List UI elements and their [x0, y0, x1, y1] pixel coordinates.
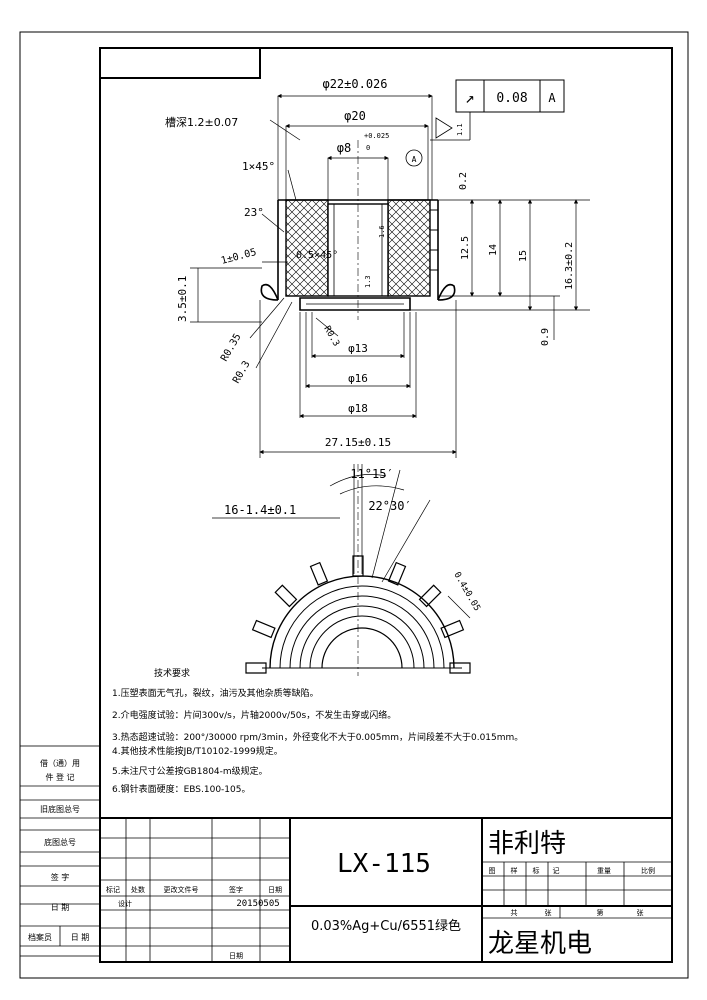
date-label: 日期	[229, 952, 243, 960]
dim-35: 3.5±0.1	[176, 276, 189, 322]
design-date: 20150505	[236, 899, 279, 909]
roughness-16: 1.6	[378, 225, 386, 238]
sheet-total-unit: 张	[545, 908, 552, 917]
inner-frame	[99, 47, 673, 963]
commutator-bar	[251, 619, 276, 639]
company-name: 非利特	[488, 829, 566, 859]
dim-d16: φ16	[348, 372, 368, 385]
note-3: 3.热态超速试验：200°/30000 rpm/3min，外径变化不大于0.00…	[112, 731, 523, 743]
dim-chamfer-inner: 0.5×45°	[296, 250, 338, 261]
dim-d8-tol-lower: 0	[366, 144, 370, 152]
note-4: 4.其他技术性能按JB/T10102-1999规定。	[112, 745, 283, 757]
dim-14: 14	[488, 244, 499, 256]
hook-left	[260, 283, 279, 301]
dim-r03-mid: R0.3	[321, 325, 341, 349]
dimension-lines	[190, 93, 590, 458]
tolerance-symbol: ↗	[465, 88, 475, 107]
commutator-bar	[245, 662, 267, 674]
dim-d8: φ8	[337, 141, 351, 155]
sheet-number-label: 第	[597, 908, 604, 917]
tolerance-value: 0.08	[496, 91, 527, 106]
dim-d8-tol-upper: +0.025	[364, 132, 389, 140]
tolerance-frame	[430, 79, 565, 141]
dim-groove-depth: 槽深1.2±0.07	[165, 116, 238, 129]
stage-label-2: 样	[511, 866, 518, 875]
stamp-old-drawing-no: 旧底图总号	[40, 804, 80, 814]
outer-frame	[19, 31, 689, 979]
sheet-number-unit: 张	[637, 908, 644, 917]
section-body-right	[387, 199, 431, 297]
datum-circle	[405, 149, 423, 167]
note-6: 6.钢针表面硬度：EBS.100-105。	[112, 783, 250, 795]
roughness-13: 1.3	[364, 275, 372, 288]
stamp-archive-date: 日 期	[71, 933, 90, 942]
section-body-left	[285, 199, 329, 297]
rev-header-sign: 签字	[229, 885, 243, 894]
rev-header-doc: 更改文件号	[164, 885, 199, 894]
rev-header-count: 处数	[131, 885, 145, 894]
dim-125: 12.5	[460, 236, 471, 260]
stamp-drawing-no: 底图总号	[44, 837, 76, 847]
commutator-bar	[449, 662, 471, 674]
dim-angle-2230: 22°30′	[368, 499, 411, 513]
stamp-sign: 签 字	[51, 872, 70, 882]
note-2: 2.介电强度试验：片间300v/s，片轴2000v/50s，不发生击穿或闪络。	[112, 709, 396, 721]
rev-header-mark: 标记	[106, 885, 120, 894]
material: 0.03%Ag+Cu/6551绿色	[311, 918, 461, 934]
commutator-bar	[309, 561, 329, 586]
top-left-box	[99, 47, 261, 79]
stamp-archivist: 档案员	[28, 932, 52, 942]
dim-r035: R0.35	[219, 332, 244, 364]
note-5: 5.未注尺寸公差按GB1804-m级规定。	[112, 765, 268, 777]
dim-slots: 16-1.4±0.1	[224, 503, 296, 517]
dim-angle23: 23°	[244, 206, 264, 219]
dim-r03-left: R0.3	[231, 359, 253, 385]
dim-slot-depth: 0.4±0.05	[451, 571, 481, 614]
dim-angle-115: 11°15′	[350, 467, 393, 481]
dim-d22: φ22±0.026	[322, 77, 387, 91]
notes-heading: 技术要求	[154, 667, 190, 679]
commutator-bar	[274, 584, 298, 608]
stamp-borrow: 借（通）用	[40, 758, 80, 768]
commutator-bar	[387, 561, 407, 586]
dim-15: 15	[518, 250, 529, 262]
commutator-bar	[352, 555, 364, 577]
side-stamp-grid	[19, 745, 101, 957]
section-view	[260, 140, 456, 320]
title-block-grid	[100, 817, 672, 962]
note-1: 1.压塑表面无气孔，裂纹，油污及其他杂质等缺陷。	[112, 687, 319, 699]
dim-chamfer-outer: 1×45°	[242, 160, 275, 173]
sheet-total-label: 共	[511, 908, 518, 917]
design-label: 设计	[118, 899, 132, 908]
part-number: LX-115	[337, 849, 431, 879]
dim-d20: φ20	[344, 109, 366, 123]
hook-right	[437, 283, 456, 301]
commutator-bars	[245, 555, 471, 674]
rev-header-date: 日期	[268, 886, 282, 894]
stage-label-3: 标	[533, 866, 540, 875]
dim-09: 0.9	[540, 328, 551, 346]
stage-label-4: 记	[553, 867, 560, 875]
weight-label: 重量	[597, 867, 611, 875]
manufacturer-name: 龙星机电	[488, 929, 592, 959]
dim-d18: φ18	[348, 402, 368, 415]
dim-163: 16.3±0.2	[564, 242, 575, 290]
dim-thickness-1: 1±0.05	[220, 247, 258, 267]
tolerance-datum: A	[548, 91, 556, 105]
commutator-view	[212, 464, 471, 676]
stamp-register: 件 登 记	[45, 772, 74, 782]
stage-label-1: 图	[489, 867, 496, 875]
dim-02: 0.2	[458, 172, 469, 190]
dim-d13: φ13	[348, 342, 368, 355]
scale-label: 比例	[641, 866, 655, 875]
roughness-triangle: 1.1	[456, 123, 464, 136]
dim-width-2715: 27.15±0.15	[325, 436, 391, 449]
stamp-date: 日 期	[51, 903, 70, 912]
commutator-bar	[440, 619, 465, 639]
commutator-bar	[418, 584, 442, 608]
datum-circle-label: A	[412, 155, 417, 164]
